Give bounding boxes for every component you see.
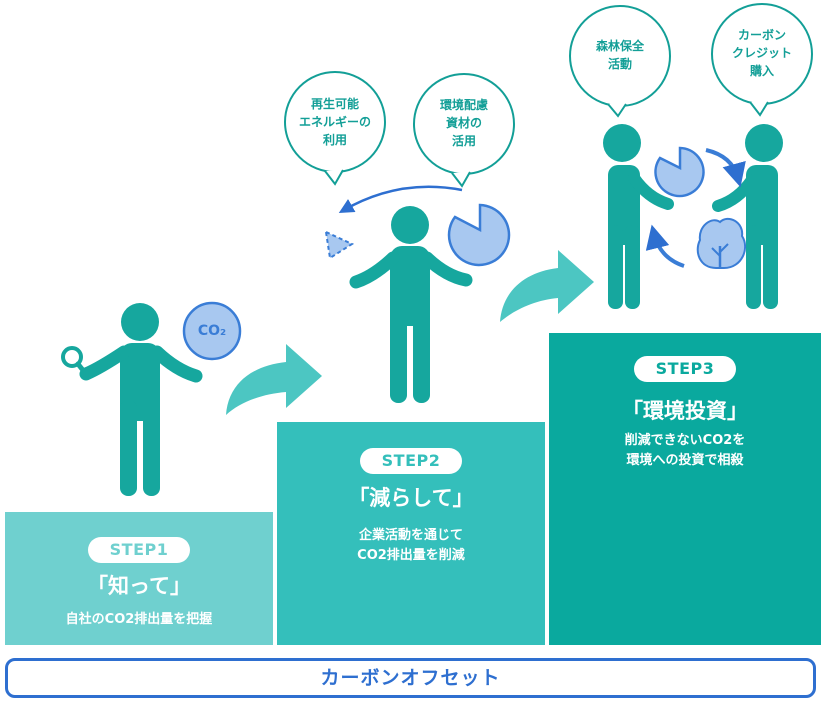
triangle-icon <box>324 230 355 260</box>
pie-chart-icon <box>447 203 511 267</box>
curved-arrow-icon <box>338 185 463 213</box>
step3-description: 削減できないCO2を 環境への投資で相殺 <box>549 431 821 471</box>
step2-title: 「減らして」 <box>348 486 474 510</box>
tree-icon <box>696 217 747 269</box>
bubble-line: 活用 <box>451 134 476 148</box>
step2-block: STEP2 「減らして」 企業活動を通じて CO2排出量を削減 <box>277 422 545 645</box>
bubble-eco-materials <box>413 73 515 188</box>
step3-label: STEP3 <box>634 356 736 382</box>
bubble-credit <box>711 3 813 117</box>
step3-desc-line: 環境への投資で相殺 <box>626 453 744 468</box>
step1-block: STEP1 「知って」 自社のCO2排出量を把握 <box>5 512 273 645</box>
bubble-forest-text: 森林保全 活動 <box>570 37 670 73</box>
step3-title: 「環境投資」 <box>622 399 748 423</box>
bubble-line: 活動 <box>607 57 632 71</box>
bubble-line: 購入 <box>749 64 774 78</box>
step1-desc-line: 自社のCO2排出量を把握 <box>65 612 213 627</box>
step1-description: 自社のCO2排出量を把握 <box>5 610 273 630</box>
step1-label: STEP1 <box>88 537 190 563</box>
bubble-credit-text: カーボン クレジット 購入 <box>712 26 812 80</box>
bubble-line: 環境配慮 <box>439 98 488 112</box>
person-step3-right <box>712 124 783 309</box>
bubble-renewable <box>284 71 386 186</box>
step3-block: STEP3 「環境投資」 削減できないCO2を 環境への投資で相殺 <box>549 333 821 645</box>
step2-desc-line: CO2排出量を削減 <box>357 548 465 563</box>
magnifier-icon <box>61 346 89 377</box>
bubble-line: エネルギーの <box>298 115 371 129</box>
cycle-arrow-icon <box>705 148 746 188</box>
co2-icon <box>182 301 242 361</box>
bubble-line: 再生可能 <box>310 97 359 111</box>
progress-arrow-1 <box>226 344 322 415</box>
carbon-offset-footer: カーボンオフセット <box>5 658 816 698</box>
bubble-line: カーボン <box>737 28 786 42</box>
bubble-line: クレジット <box>731 46 792 60</box>
bubble-eco-materials-text: 環境配慮 資材の 活用 <box>414 96 514 150</box>
bubble-forest <box>569 5 671 118</box>
pie-chart-icon <box>654 146 705 198</box>
bubble-line: 資材の <box>445 116 482 130</box>
step2-desc-line: 企業活動を通じて <box>358 528 463 543</box>
cycle-arrow-icon <box>645 224 685 268</box>
step3-desc-line: 削減できないCO2を <box>624 433 746 448</box>
co2-label: CO₂ <box>197 323 227 339</box>
bubble-renewable-text: 再生可能 エネルギーの 利用 <box>285 95 385 149</box>
step2-label: STEP2 <box>360 448 462 474</box>
bubble-line: 森林保全 <box>595 39 644 53</box>
person-step2 <box>349 206 473 403</box>
step2-description: 企業活動を通じて CO2排出量を削減 <box>277 526 545 566</box>
person-step1 <box>79 303 203 496</box>
bubble-line: 利用 <box>322 133 347 147</box>
step1-title: 「知って」 <box>87 574 191 598</box>
person-step3-left <box>603 124 674 309</box>
progress-arrow-2 <box>500 250 594 322</box>
